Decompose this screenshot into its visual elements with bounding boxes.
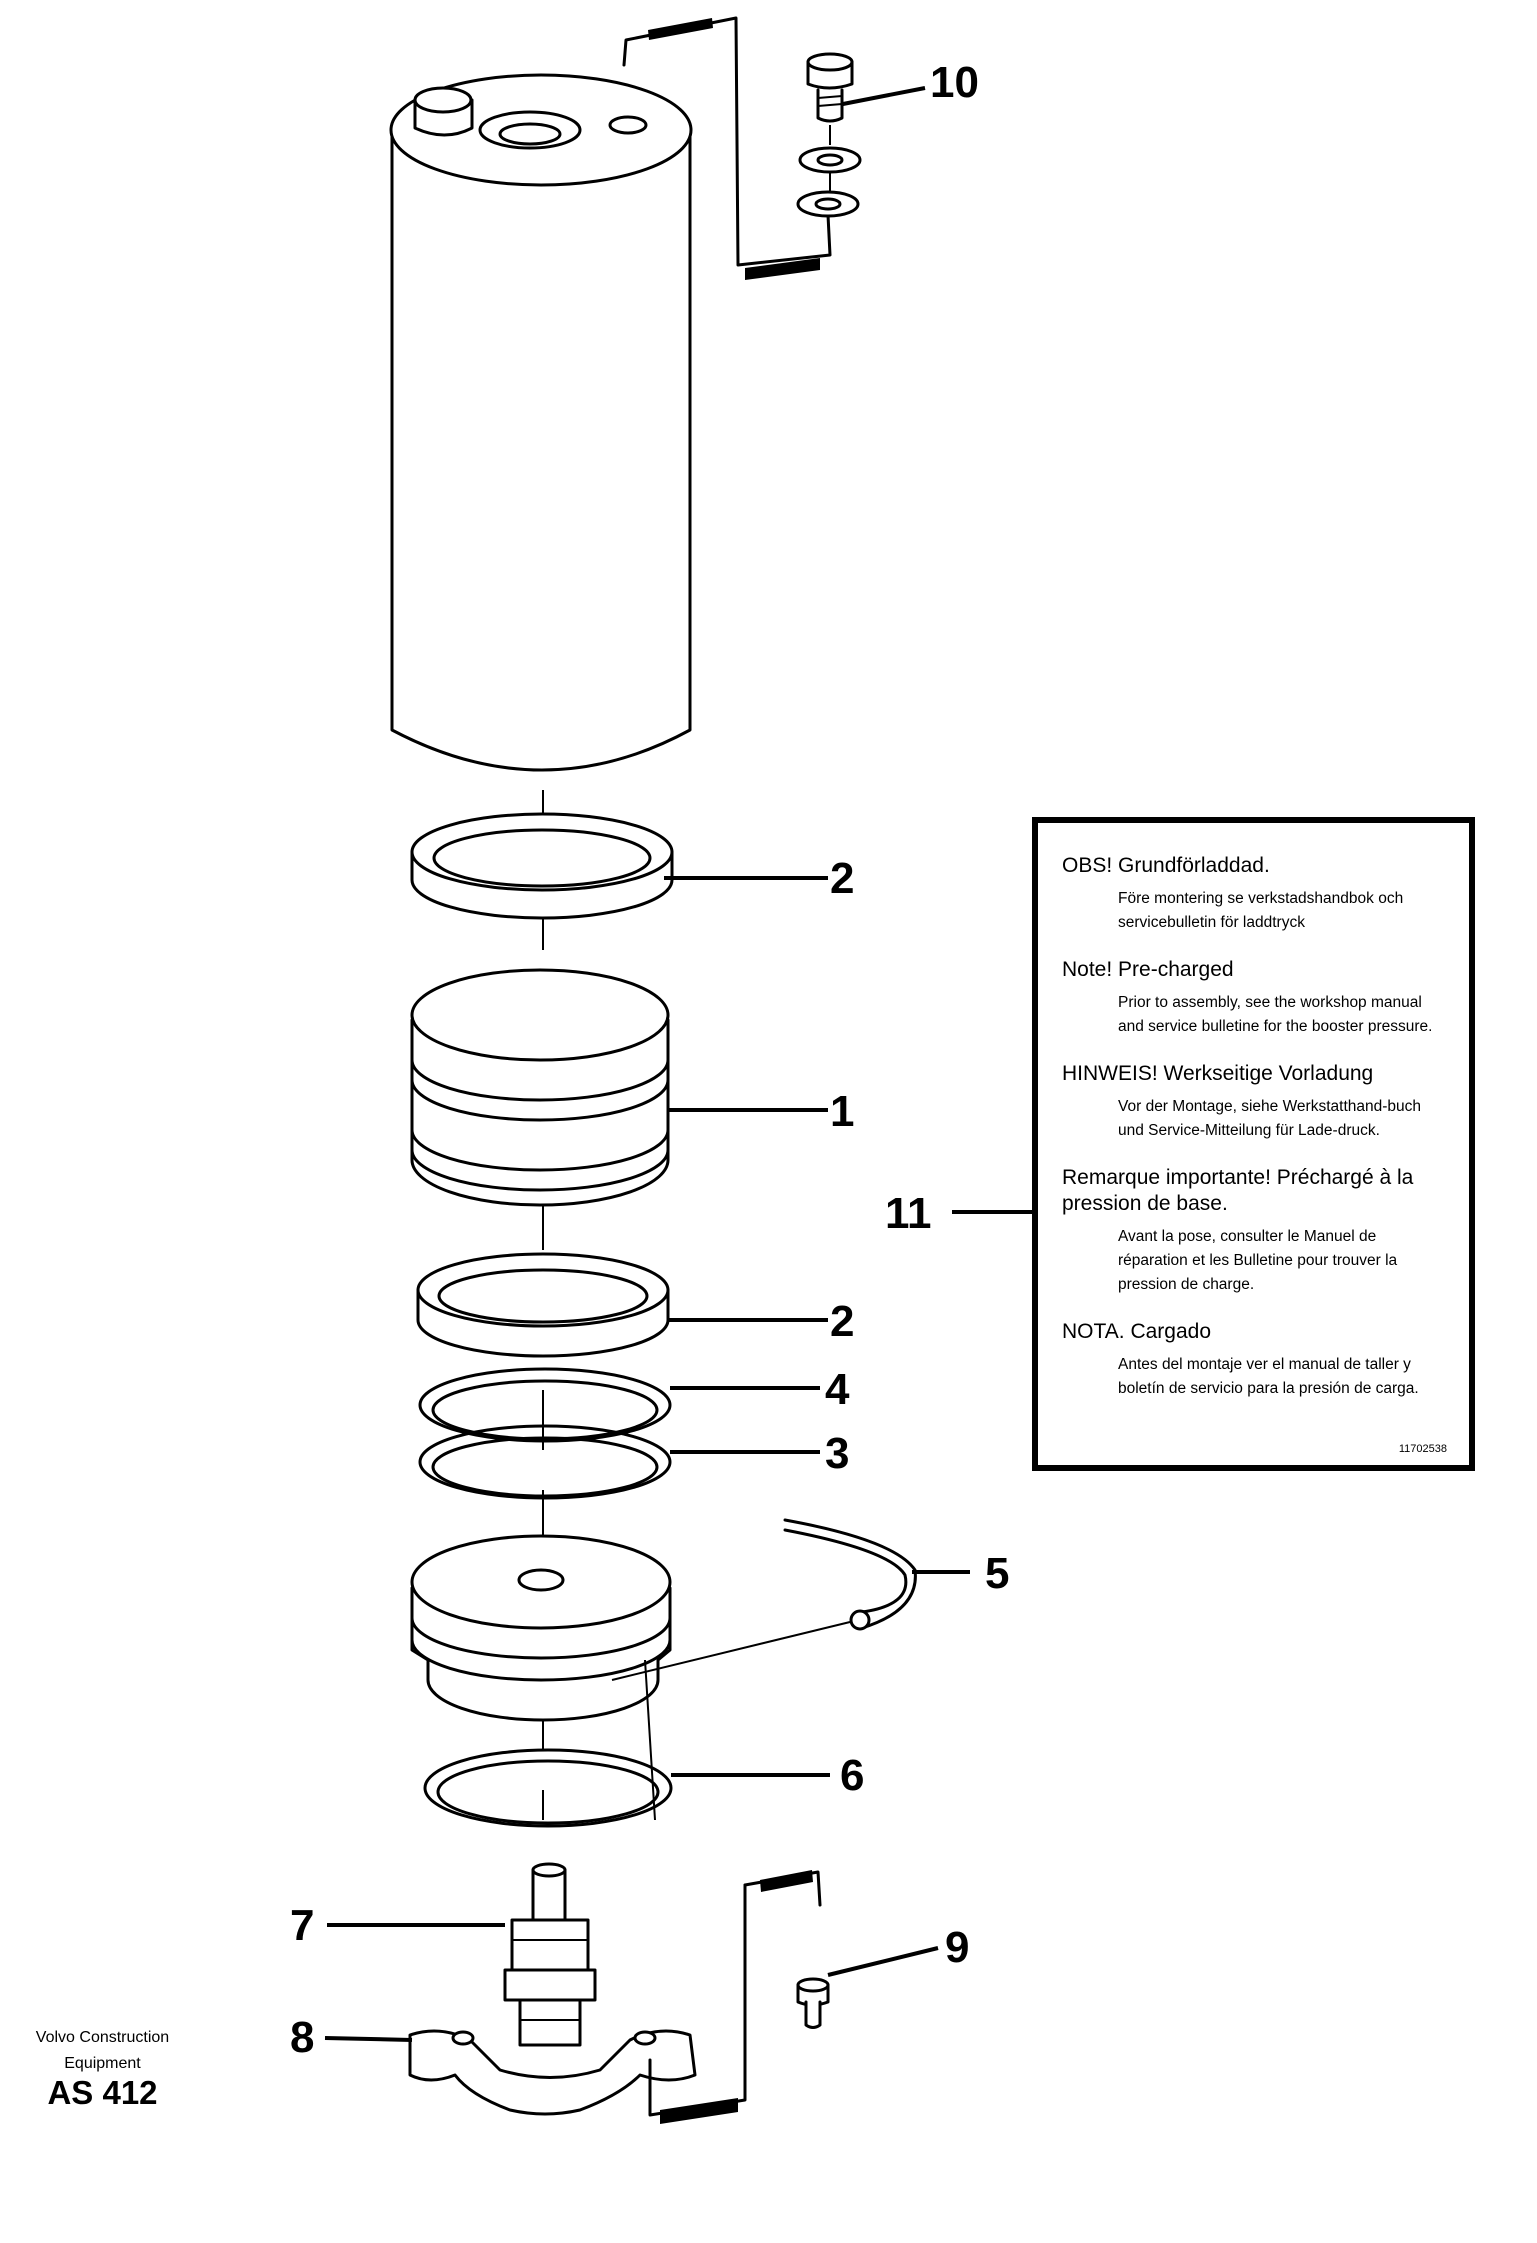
o-ring-4 xyxy=(418,1367,672,1443)
note-heading-es: NOTA. Cargado xyxy=(1062,1320,1211,1343)
callout-4: 4 xyxy=(825,1365,850,1414)
company-name: Volvo Construction Equipment xyxy=(35,2029,170,2072)
o-ring-6 xyxy=(423,1748,673,1828)
precharge-warning-label: OBS! Grundförladdad. Före montering se v… xyxy=(1032,817,1475,1471)
note-section-es: NOTA. Cargado Antes del montaje ver el m… xyxy=(1062,1319,1447,1401)
bracket-top xyxy=(622,16,832,280)
note-heading-sv: OBS! Grundförladdad. xyxy=(1062,854,1270,877)
bolt-10 xyxy=(796,52,862,218)
callout-2-lower: 2 xyxy=(830,1297,854,1346)
note-body-en: Prior to assembly, see the workshop manu… xyxy=(1118,994,1433,1035)
document-code: AS 412 xyxy=(47,2074,158,2111)
label-part-number: 11702538 xyxy=(1398,1443,1447,1455)
support-ring-2-lower xyxy=(416,1252,670,1358)
charging-valve-7 xyxy=(503,1862,597,2047)
callout-11: 11 xyxy=(885,1189,932,1238)
note-heading-de: HINWEIS! Werkseitige Vorladung xyxy=(1062,1062,1374,1085)
callout-3: 3 xyxy=(825,1429,849,1478)
note-body-de: Vor der Montage, siehe Werkstatthand-buc… xyxy=(1118,1098,1421,1139)
end-cover xyxy=(410,1534,672,1821)
callout-8: 8 xyxy=(290,2013,314,2062)
leader-9 xyxy=(827,1946,939,1977)
leader-8 xyxy=(324,2036,413,2042)
callout-9: 9 xyxy=(945,1923,969,1972)
note-section-de: HINWEIS! Werkseitige Vorladung Vor der M… xyxy=(1062,1061,1447,1143)
note-section-en: Note! Pre-charged Prior to assembly, see… xyxy=(1062,957,1447,1039)
note-heading-fr: Remarque importante! Préchargé à la pres… xyxy=(1062,1166,1414,1215)
note-section-sv: OBS! Grundförladdad. Före montering se v… xyxy=(1062,853,1447,935)
clamp-8 xyxy=(408,2029,697,2116)
bracket-bottom xyxy=(648,1870,822,2124)
note-body-es: Antes del montaje ver el manual de talle… xyxy=(1118,1356,1419,1397)
note-section-fr: Remarque importante! Préchargé à la pres… xyxy=(1062,1165,1447,1297)
note-body-fr: Avant la pose, consulter le Manuel de ré… xyxy=(1118,1228,1398,1293)
note-body-sv: Före montering se verkstadshandbok och s… xyxy=(1118,890,1404,931)
callout-2-upper: 2 xyxy=(830,854,854,903)
callout-5: 5 xyxy=(985,1549,1009,1598)
callout-6: 6 xyxy=(840,1751,864,1800)
callout-10: 10 xyxy=(930,58,979,107)
piston-1 xyxy=(410,968,670,1207)
note-heading-en: Note! Pre-charged xyxy=(1062,958,1234,981)
leader-10 xyxy=(842,86,926,106)
bolt-9 xyxy=(796,1977,830,2029)
hose-5 xyxy=(611,1518,917,1681)
callout-7: 7 xyxy=(290,1901,314,1950)
backup-ring-3 xyxy=(418,1424,672,1500)
support-ring-2-upper xyxy=(410,812,674,920)
accumulator-cylinder xyxy=(389,73,693,772)
callout-1: 1 xyxy=(830,1087,854,1136)
